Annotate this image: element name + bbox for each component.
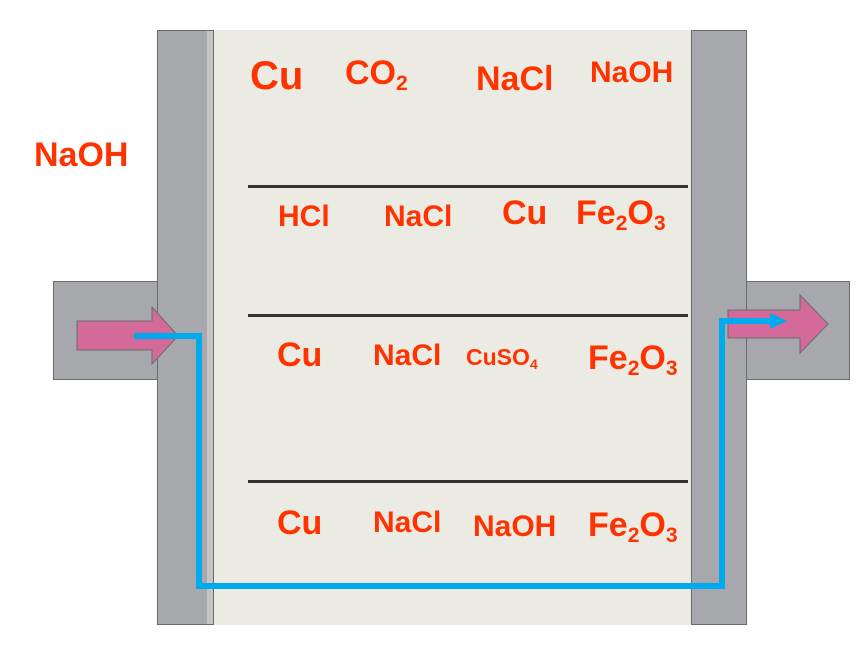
entrance-label: NaOH bbox=[34, 136, 129, 174]
row4-item2: NaCl bbox=[373, 506, 442, 539]
divider-1 bbox=[248, 185, 688, 188]
row2-item1: HCl bbox=[278, 200, 330, 233]
row1-item3: NaCl bbox=[476, 60, 554, 98]
row4-item4: Fe2O3 bbox=[588, 506, 678, 547]
divider-3 bbox=[248, 480, 688, 483]
row3-item3: CuSO4 bbox=[466, 344, 538, 373]
row3-item2: NaCl bbox=[373, 339, 442, 372]
row3-item1: Cu bbox=[277, 336, 323, 374]
row3-item4: Fe2O3 bbox=[588, 339, 678, 380]
row1-item2: CO2 bbox=[345, 54, 408, 95]
maze-hall bbox=[214, 30, 691, 625]
row2-item4: Fe2O3 bbox=[576, 194, 666, 235]
row2-item3: Cu bbox=[502, 194, 548, 232]
path-line bbox=[134, 318, 775, 589]
row1-item4: NaOH bbox=[590, 56, 674, 89]
row4-item3: NaOH bbox=[473, 510, 557, 543]
entry-arrow-icon bbox=[76, 305, 179, 366]
row2-item2: NaCl bbox=[384, 200, 453, 233]
row4-item1: Cu bbox=[277, 504, 323, 542]
path-arrowhead-icon bbox=[770, 313, 787, 329]
divider-2 bbox=[248, 314, 688, 317]
row1-item1: Cu bbox=[250, 54, 304, 98]
